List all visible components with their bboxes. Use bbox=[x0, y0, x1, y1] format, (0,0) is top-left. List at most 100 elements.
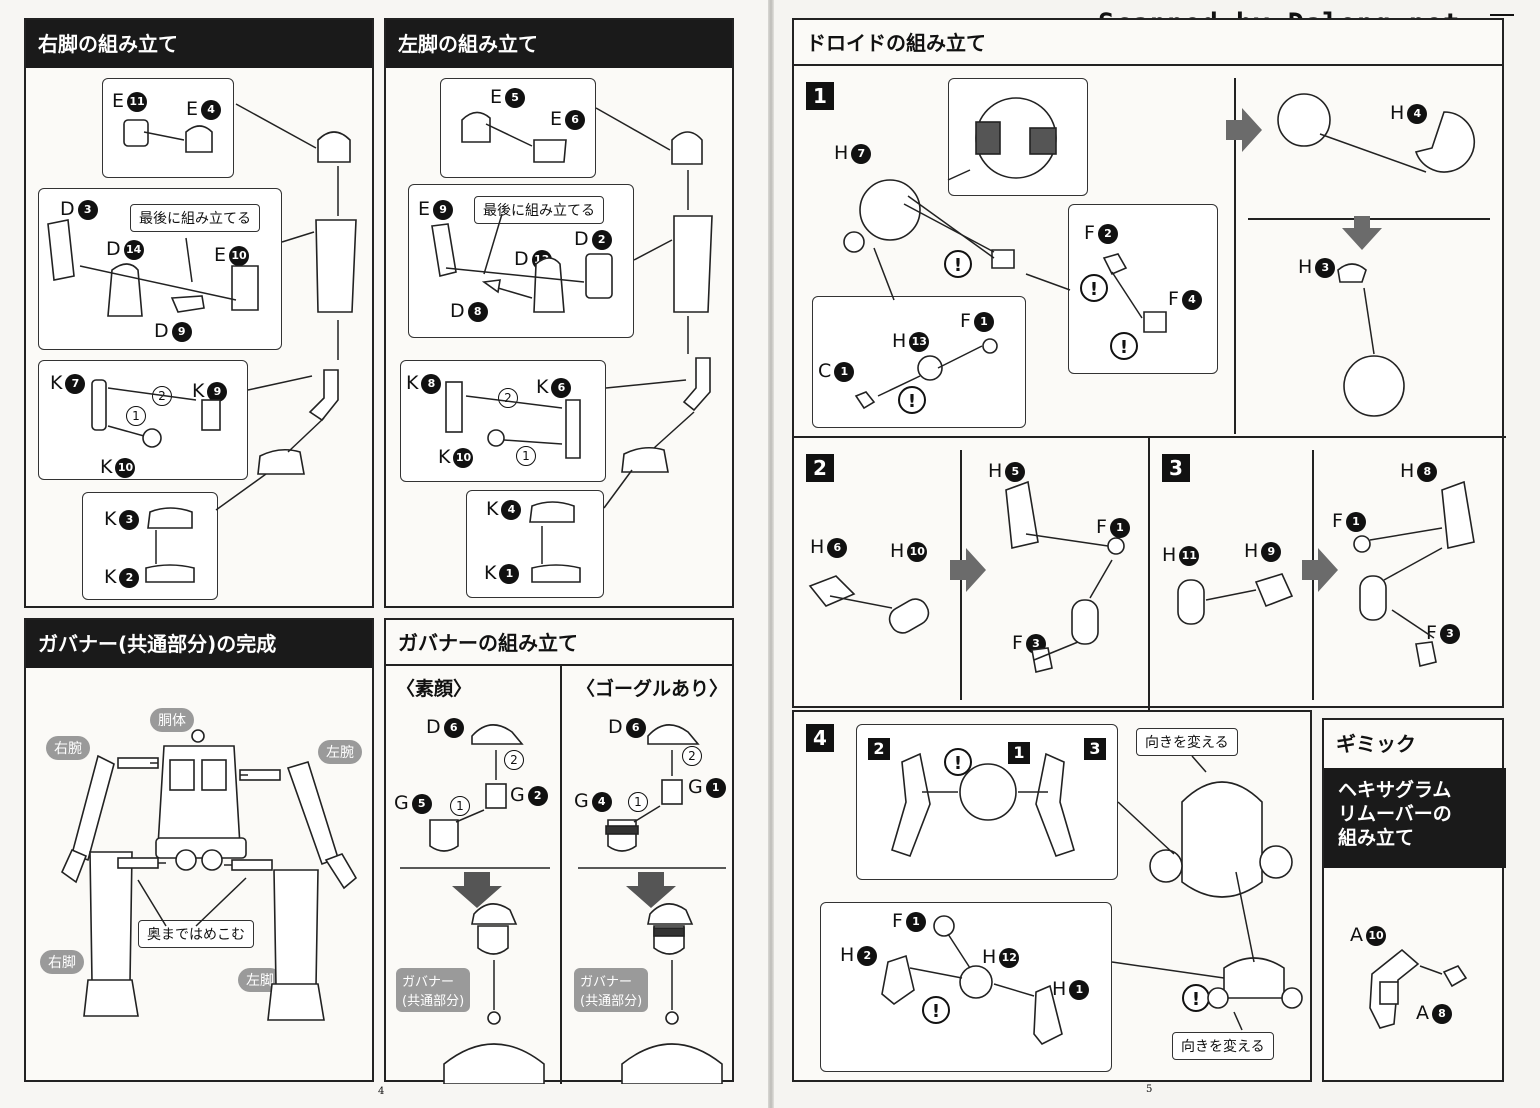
sub-step: 3 bbox=[1084, 738, 1106, 760]
page-number: 4 bbox=[378, 1086, 385, 1097]
note-last: 最後に組み立てる bbox=[474, 196, 604, 224]
goggles-heading: 〈ゴーグルあり〉 bbox=[576, 678, 729, 700]
governor-assembly-title: ガバナーの組み立て bbox=[386, 620, 732, 666]
order-1: 1 bbox=[628, 792, 648, 812]
left-leg-drawing bbox=[431, 107, 713, 583]
caution-icon: ! bbox=[944, 250, 972, 278]
gimmick-title: ギミック bbox=[1324, 720, 1502, 768]
gimmick-subtitle: ヘキサグラム リムーバーの 組み立て bbox=[1324, 768, 1506, 868]
caution-icon: ! bbox=[1182, 984, 1210, 1012]
result-label: ガバナー (共通部分) bbox=[574, 968, 649, 1012]
order-2: 2 bbox=[682, 746, 702, 766]
label-left-leg: 左脚 bbox=[238, 968, 282, 992]
caution-icon: ! bbox=[922, 996, 950, 1024]
label-left-arm: 左腕 bbox=[318, 740, 362, 764]
governor-complete-title: ガバナー(共通部分)の完成 bbox=[26, 620, 372, 668]
governor-head-drawing bbox=[400, 724, 726, 1084]
note-change-direction: 向きを変える bbox=[1172, 1032, 1274, 1060]
note-last: 最後に組み立てる bbox=[130, 204, 260, 232]
step-number: 4 bbox=[806, 724, 834, 752]
divider bbox=[560, 666, 562, 1084]
sub-step: 2 bbox=[868, 738, 890, 760]
remover-drawing bbox=[1369, 948, 1468, 1029]
note-push-in: 奥まではめこむ bbox=[138, 920, 254, 948]
governor-complete-panel: ガバナー(共通部分)の完成 胴体 右腕 左腕 右脚 左脚 奥まではめこむ bbox=[24, 618, 374, 1082]
order-2: 2 bbox=[504, 750, 524, 770]
bare-face-heading: 〈素顔〉 bbox=[396, 678, 473, 700]
caution-icon: ! bbox=[1080, 274, 1108, 302]
step-number: 1 bbox=[806, 82, 834, 110]
caution-icon: ! bbox=[898, 386, 926, 414]
caution-icon: ! bbox=[1110, 332, 1138, 360]
page-fold bbox=[768, 0, 774, 1108]
step-number: 3 bbox=[1162, 454, 1190, 482]
droid-final-drawing bbox=[881, 752, 1303, 1046]
right-leg-drawing bbox=[47, 103, 357, 583]
order-1: 1 bbox=[450, 796, 470, 816]
page-number: 5 bbox=[1146, 1084, 1153, 1095]
left-leg-title: 左脚の組み立て bbox=[386, 20, 732, 68]
step-number: 2 bbox=[806, 454, 834, 482]
right-leg-title: 右脚の組み立て bbox=[26, 20, 372, 68]
label-right-leg: 右脚 bbox=[40, 950, 84, 974]
order-1: 1 bbox=[516, 446, 536, 466]
divider bbox=[794, 436, 1506, 438]
label-right-arm: 右腕 bbox=[46, 736, 90, 760]
caution-icon: ! bbox=[944, 748, 972, 776]
note-change-direction: 向きを変える bbox=[1136, 728, 1238, 756]
divider bbox=[1148, 436, 1150, 710]
droid-drawing bbox=[808, 93, 1476, 673]
